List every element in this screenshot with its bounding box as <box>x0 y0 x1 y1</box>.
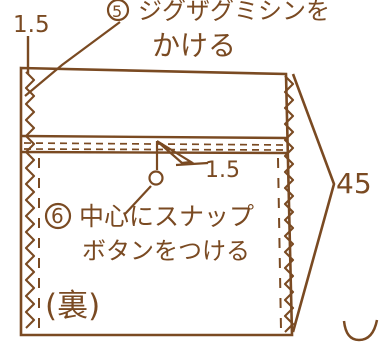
step6-text-line-1: 中心にスナップ <box>79 202 254 231</box>
side-measure-bracket <box>291 73 336 333</box>
step6-number-circle <box>44 202 72 230</box>
left-zigzag-stitch <box>24 71 36 329</box>
fold-band <box>20 134 290 155</box>
fold-stitch-bottom <box>23 148 287 151</box>
snap-leader-triangle <box>156 140 195 165</box>
snap-measure-line <box>175 161 209 167</box>
diagram-labels: 1.5 5 ジグザグミシンを かける 1.5 45 6 中心にスナップ ボタンを… <box>13 0 372 324</box>
reverse-side-label: (裏) <box>45 288 100 324</box>
fold-stitch-top <box>23 142 287 146</box>
step5-text-line-1: ジグザグミシンを <box>138 0 330 25</box>
snap-measure-label: 1.5 <box>205 158 240 183</box>
step5-leader-line <box>24 21 121 97</box>
step6-text-line-2: ボタンをつける <box>82 237 250 265</box>
snap-to-label-line <box>124 185 152 215</box>
side-measure-label: 45 <box>336 167 372 200</box>
snap-button-icon <box>148 170 164 186</box>
step6-number: 6 <box>51 204 64 228</box>
fabric-piece <box>19 21 379 342</box>
step5-text-line-2: かける <box>152 29 236 62</box>
corner-curl-mark <box>342 319 379 342</box>
fabric-outline <box>19 66 294 337</box>
step5-number: 5 <box>112 2 122 21</box>
top-left-measure-label: 1.5 <box>13 12 50 38</box>
inner-right-dashed-line <box>277 157 282 331</box>
step5-number-circle <box>106 0 130 22</box>
right-zigzag-stitch <box>283 75 295 333</box>
